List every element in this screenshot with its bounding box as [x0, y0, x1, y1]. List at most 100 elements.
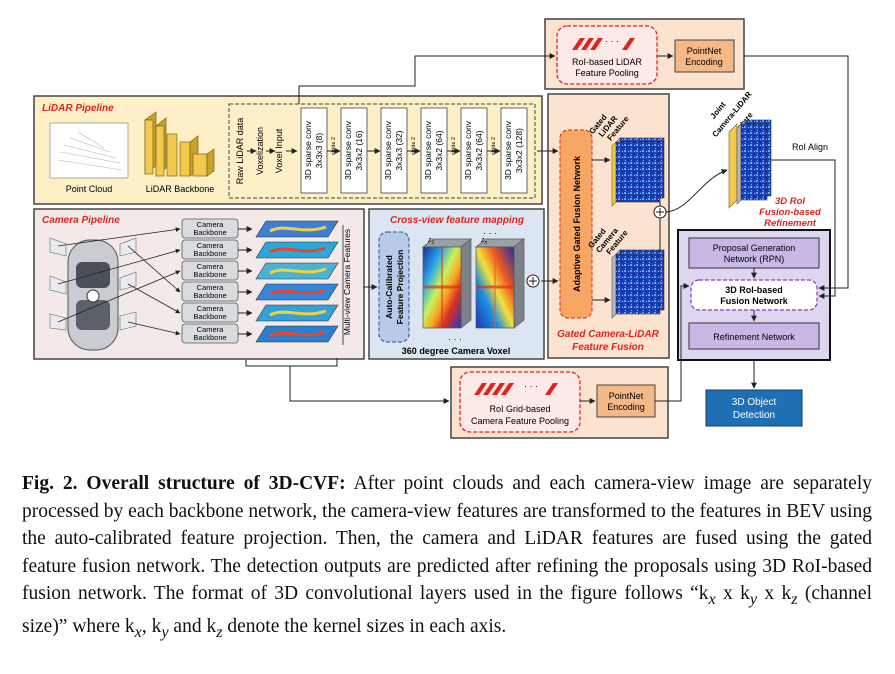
camera-backbones: CameraBackboneCameraBackboneCameraBackbo… — [57, 218, 339, 344]
camera-backbone-label: Camera — [197, 262, 225, 271]
camera-connector — [127, 283, 181, 314]
conv-layer-kernel: 3x3x2 (64) — [474, 130, 484, 170]
zn-label: zn — [480, 237, 488, 246]
camera-roi-bars — [474, 383, 558, 395]
camera-backbone-label: Camera — [197, 325, 225, 334]
rpn-label-2: Network (RPN) — [724, 254, 785, 264]
lidar-pooling-label-1: RoI-based LiDAR — [572, 57, 643, 67]
camera-connector — [127, 321, 181, 336]
connector-arrows — [245, 53, 849, 404]
projection-label-1: Auto-Calibrated — [384, 255, 394, 319]
object-detection-label-2: Detection — [733, 410, 775, 421]
stride-label: stride 2 — [331, 137, 337, 155]
conv-layer-type: 3D sparse conv — [303, 120, 313, 180]
feature-activation — [269, 225, 327, 233]
camera-backbone-label: Camera — [197, 283, 225, 292]
gated-fusion-group: Adaptive Gated Fusion Network Gated LiDA… — [537, 93, 670, 359]
joint-feature-group: Joint Camera-LiDAR Feature RoI Align — [665, 90, 828, 213]
conv-layer-type: 3D sparse conv — [423, 120, 433, 180]
fusion-title-1: Gated Camera-LiDAR — [557, 329, 659, 340]
caption-sub-z: z — [791, 589, 798, 608]
conv-layer-box — [300, 107, 328, 194]
conv-layer-kernel: 3x3x2 (128) — [514, 128, 524, 173]
camera-connector — [57, 270, 181, 323]
conv-layer-kernel: 3x3x3 (32) — [394, 130, 404, 170]
refinement-network-box — [688, 322, 820, 350]
cross-view-title: Cross-view feature mapping — [390, 215, 524, 226]
voxel-input-label: Voxel Input — [274, 128, 284, 173]
adaptive-gated-fusion-box — [559, 129, 593, 319]
voxel-slab-2 — [475, 238, 525, 329]
camera-pointnet-label-2: Encoding — [607, 402, 645, 412]
camera-backbone-label: Camera — [197, 304, 225, 313]
lidar-pipeline-group: LiDAR Pipeline Point Cloud LiDAR Backbon… — [33, 95, 543, 205]
gated-lidar-feature-map — [611, 137, 665, 207]
projection-label-2: Feature Projection — [395, 250, 405, 325]
lidar-pointnet-box — [674, 39, 735, 73]
point-cloud-label: Point Cloud — [66, 184, 113, 194]
camera-backbone-label: Backbone — [193, 291, 226, 300]
refinement-title-1: 3D RoI — [775, 196, 805, 207]
camera-backbone-label: Backbone — [193, 333, 226, 342]
feature-activation — [269, 267, 327, 275]
conv-layer-type: 3D sparse conv — [503, 120, 513, 180]
gated-camera-feature-map — [611, 249, 665, 319]
rpn-label-1: Proposal Generation — [713, 243, 796, 253]
voxel-slab-1 — [422, 238, 472, 329]
camera-pooling-label-1: RoI Grid-based — [489, 404, 550, 414]
voxel-dots-top: · · · — [483, 228, 497, 238]
raw-lidar-label: Raw LiDAR data — [235, 118, 245, 185]
voxelization-label: Voxelization — [255, 127, 265, 175]
conv-layer-kernel: 3x3x3 (8) — [314, 133, 324, 169]
z1-label: z1 — [427, 237, 435, 246]
camera-pipeline-group: Camera Pipeline CameraBackboneCameraBack… — [33, 208, 365, 360]
conv-layer-type: 3D sparse conv — [383, 120, 393, 180]
refinement-network-label: Refinement Network — [713, 332, 795, 342]
camera-backbone-label: Backbone — [193, 228, 226, 237]
camera-pipeline-title: Camera Pipeline — [42, 215, 120, 226]
multiview-features-label: Multi-view Camera Features — [342, 229, 352, 335]
caption-end: denote the kernel sizes in each axis. — [222, 616, 507, 638]
conv-layer-type: 3D sparse conv — [463, 120, 473, 180]
caption-mid3: (channel size)” where k — [22, 583, 872, 638]
car-image — [49, 237, 137, 351]
object-detection-label-1: 3D Object — [732, 397, 777, 408]
refinement-title-2: Fusion-based — [759, 207, 821, 218]
lidar-pointnet-label-1: PointNet — [687, 46, 722, 56]
conv-layer-box — [500, 107, 528, 194]
caption-mid2: x k — [757, 583, 792, 604]
lidar-backbone-label: LiDAR Backbone — [146, 184, 215, 194]
refinement-group: 3D RoI Fusion-based Refinement Proposal … — [677, 196, 831, 389]
architecture-diagram: · · · RoI-based LiDAR Feature Pooling Po… — [33, 18, 849, 439]
camera-backbone-label: Backbone — [193, 270, 226, 279]
refinement-title-3: Refinement — [764, 218, 817, 229]
lidar-pooling-group: · · · RoI-based LiDAR Feature Pooling Po… — [544, 18, 745, 90]
camera-pointnet-box — [596, 384, 656, 418]
caption-sub-z2: z — [216, 623, 223, 642]
camera-backbone-label: Camera — [197, 220, 225, 229]
feature-activation — [269, 330, 327, 338]
rpn-box — [688, 237, 820, 269]
auto-calibrated-projection-box — [378, 231, 410, 343]
camera-backbone-label: Backbone — [193, 249, 226, 258]
feature-activation — [269, 309, 327, 317]
caption-sub-x2: x — [134, 623, 142, 642]
feature-activation — [269, 288, 327, 296]
roi-fusion-box — [690, 279, 818, 311]
camera-pooling-ellipsis: · · · — [524, 381, 538, 391]
conv-layer-box — [420, 107, 448, 194]
fusion-title-2: Feature Fusion — [572, 342, 644, 353]
camera-connector — [57, 248, 181, 285]
lidar-pipeline-title: LiDAR Pipeline — [42, 103, 114, 114]
camera-backbone-label: Backbone — [193, 312, 226, 321]
caption-sub-x: x — [708, 589, 716, 608]
caption-mid5: and k — [168, 616, 217, 638]
camera-connector — [127, 245, 181, 293]
stride-label: stride 2 — [451, 137, 457, 155]
roi-fusion-label-1: 3D RoI-based — [725, 285, 783, 295]
figure-caption: Fig. 2. Overall structure of 3D-CVF: Aft… — [22, 470, 872, 647]
caption-sub-y: y — [749, 589, 758, 608]
conv-layer-type: 3D sparse conv — [343, 120, 353, 180]
stride-label: stride 2 — [411, 137, 417, 155]
